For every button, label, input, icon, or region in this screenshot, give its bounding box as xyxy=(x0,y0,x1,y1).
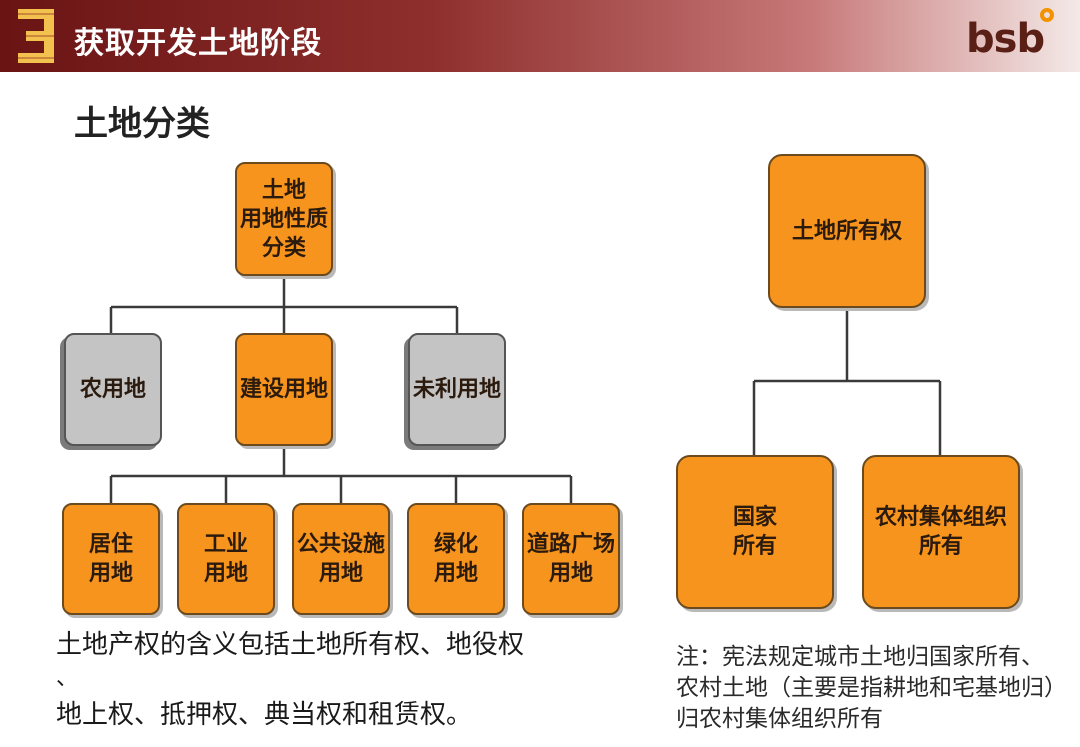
node-construction-land: 建设用地 xyxy=(235,333,333,446)
header-bar: 获取开发土地阶段 bsb xyxy=(0,0,1080,72)
body-text-line-2: 、 xyxy=(56,666,79,691)
header-title: 获取开发土地阶段 xyxy=(74,26,322,61)
node-unused-land: 未利用地 xyxy=(408,333,506,446)
node-land-ownership: 土地所有权 xyxy=(768,154,926,308)
body-text-line-3: 地上权、抵押权、典当权和租赁权。 xyxy=(56,700,473,730)
node-industrial-land: 工业 用地 xyxy=(177,503,275,615)
bsb-logo: bsb xyxy=(966,16,1045,62)
node-road-square-land: 道路广场 用地 xyxy=(522,503,620,615)
node-land-use-classification: 土地 用地性质 分类 xyxy=(235,162,333,276)
node-state-owned: 国家 所有 xyxy=(676,455,834,609)
node-public-facilities-land: 公共设施 用地 xyxy=(292,503,390,615)
constitution-note: 注：宪法规定城市土地归国家所有、农村土地（主要是指耕地和宅基地归）归农村集体组织… xyxy=(676,644,1056,732)
node-collective-owned: 农村集体组织 所有 xyxy=(862,455,1020,609)
section-title: 土地分类 xyxy=(74,104,210,144)
node-green-land: 绿化 用地 xyxy=(407,503,505,615)
logo-dot-icon xyxy=(1040,8,1054,22)
node-residential-land: 居住 用地 xyxy=(62,503,160,615)
body-text-line-1: 土地产权的含义包括土地所有权、地役权 xyxy=(56,630,525,660)
section-number-icon xyxy=(18,9,54,63)
node-agricultural-land: 农用地 xyxy=(64,333,162,446)
